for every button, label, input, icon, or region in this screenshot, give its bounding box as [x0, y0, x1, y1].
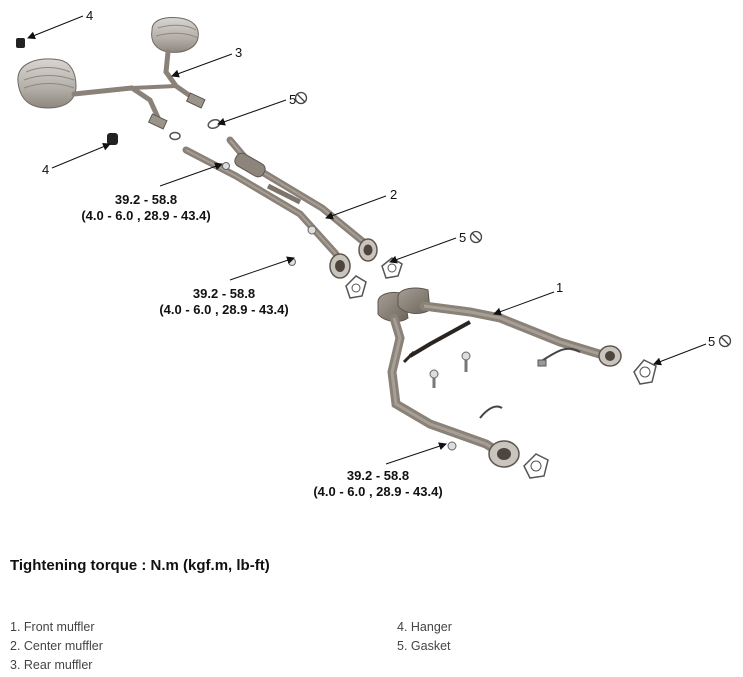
torque-spec-middle: 39.2 - 58.8 (4.0 - 6.0 , 28.9 - 43.4): [159, 286, 288, 317]
center-muffler: [182, 136, 378, 279]
legend-item: 5. Gasket: [397, 639, 451, 653]
callout-front-muffler: 1: [556, 280, 563, 295]
torque-value: 39.2 - 58.8: [347, 468, 409, 483]
torque-units: (4.0 - 6.0 , 28.9 - 43.4): [313, 484, 442, 499]
torque-units: (4.0 - 6.0 , 28.9 - 43.4): [81, 208, 210, 223]
callout-hanger-top: 4: [86, 8, 93, 23]
torque-value: 39.2 - 58.8: [115, 192, 177, 207]
gasket-bottom: [523, 453, 549, 479]
torque-spec-lower: 39.2 - 58.8 (4.0 - 6.0 , 28.9 - 43.4): [313, 468, 442, 499]
no-reuse-circle-icon: [294, 91, 308, 105]
leader-lines: [27, 15, 707, 465]
tightening-torque-caption: Tightening torque : N.m (kgf.m, lb-ft): [10, 557, 270, 574]
callout-center-muffler: 2: [390, 187, 397, 202]
torque-value: 39.2 - 58.8: [193, 286, 255, 301]
front-muffler: [377, 287, 622, 468]
legend-item: 4. Hanger: [397, 620, 452, 634]
gasket-right: [633, 359, 657, 385]
exhaust-system-diagram: 4 3 5 4 2 5 1 5 39.2 - 58.8 (4.0 - 6.0 ,…: [16, 8, 732, 499]
legend-item: 1. Front muffler: [10, 620, 95, 634]
rear-muffler: [17, 17, 206, 130]
callout-gasket-right: 5: [708, 334, 715, 349]
hanger-top: [16, 38, 25, 48]
gasket-center-lower: [345, 275, 367, 299]
legend-item: 2. Center muffler: [10, 639, 103, 653]
gasket-small: [169, 131, 181, 141]
torque-spec-upper: 39.2 - 58.8 (4.0 - 6.0 , 28.9 - 43.4): [81, 192, 210, 223]
legend-left: 1. Front muffler 2. Center muffler 3. Re…: [10, 618, 103, 675]
no-reuse-circle-icon: [718, 334, 732, 348]
legend-right: 4. Hanger 5. Gasket: [397, 618, 452, 656]
callout-hanger-left: 4: [42, 162, 49, 177]
callout-gasket-mid: 5: [459, 230, 466, 245]
callout-gasket-top: 5: [289, 92, 296, 107]
callout-rear-muffler: 3: [235, 45, 242, 60]
no-reuse-circle-icon: [469, 230, 483, 244]
hanger-left: [107, 133, 118, 145]
legend-item: 3. Rear muffler: [10, 658, 93, 672]
torque-units: (4.0 - 6.0 , 28.9 - 43.4): [159, 302, 288, 317]
